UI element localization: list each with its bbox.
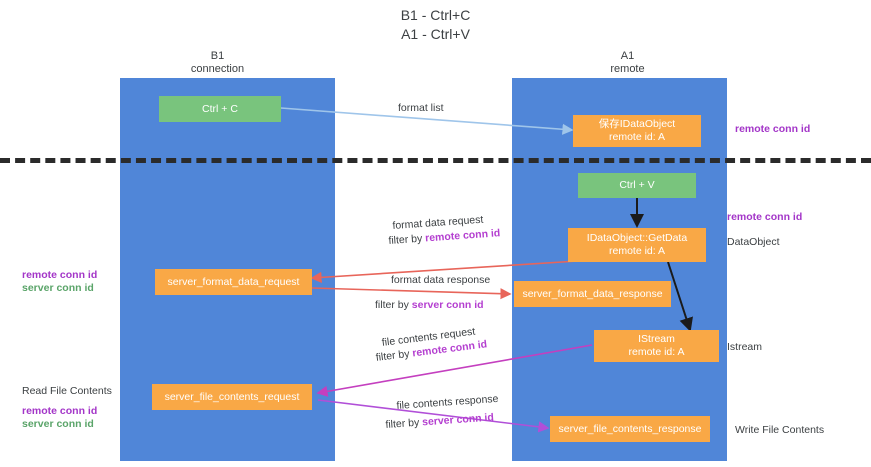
node-idataobject-getdata-sub: remote id: A <box>608 245 666 257</box>
filter-highlight-1: remote conn id <box>424 227 501 245</box>
filter-by-text-2: filter by <box>375 299 412 311</box>
note-remote-conn-id-top: remote conn id <box>735 123 811 135</box>
node-istream-sub: remote id: A <box>628 346 685 358</box>
edge-label-file-contents-response-filter: filter by server conn id <box>385 410 494 432</box>
column-header-a1: A1 remote <box>610 50 645 75</box>
node-idataobject-getdata-label: IDataObject::GetData <box>586 232 688 244</box>
arrow-format-data-response <box>311 287 512 300</box>
column-header-b1: B1 connection <box>190 50 245 75</box>
edge-label-format-data-response: format data response <box>391 274 491 286</box>
filter-by-text-4: filter by <box>385 416 423 431</box>
phase-divider <box>0 158 871 163</box>
node-server-format-data-request[interactable]: server_format_data_request <box>155 269 312 295</box>
node-ctrl-c[interactable]: Ctrl + C <box>159 96 281 122</box>
node-istream[interactable]: IStream remote id: A <box>594 330 719 362</box>
note-write-file-contents: Write File Contents <box>735 424 825 436</box>
node-server-file-contents-request-label: server_file_contents_request <box>164 390 300 403</box>
node-server-format-data-request-label: server_format_data_request <box>167 275 300 288</box>
node-server-file-contents-response-label: server_file_contents_response <box>558 422 702 435</box>
edge-label-file-contents-response: file contents response <box>396 392 499 412</box>
node-server-file-contents-response[interactable]: server_file_contents_response <box>550 416 710 442</box>
note-read-file-contents: Read File Contents <box>22 385 112 397</box>
edge-label-format-list: format list <box>398 102 444 114</box>
node-save-idataobject-sub: remote id: A <box>608 131 666 143</box>
note-istream: Istream <box>727 341 763 353</box>
note-dataobject: DataObject <box>727 236 780 248</box>
page-title: B1 - Ctrl+C A1 - Ctrl+V <box>400 7 471 42</box>
node-ctrl-v[interactable]: Ctrl + V <box>578 173 696 198</box>
note-remote-conn-id-mid: remote conn id <box>727 211 803 223</box>
note-left-server-conn-id: server conn id <box>22 282 94 294</box>
node-ctrl-v-label: Ctrl + V <box>619 179 655 191</box>
node-istream-label: IStream <box>638 333 675 345</box>
note-left-server-conn-id-2: server conn id <box>22 418 94 430</box>
edge-label-format-data-response-filter: filter by server conn id <box>375 298 484 312</box>
node-server-file-contents-request[interactable]: server_file_contents_request <box>152 384 312 410</box>
node-save-idataobject-label: 保存IDataObject <box>598 118 676 130</box>
node-server-format-data-response[interactable]: server_format_data_response <box>514 281 671 307</box>
note-left-remote-conn-id-2: remote conn id <box>22 405 98 417</box>
node-idataobject-getdata[interactable]: IDataObject::GetData remote id: A <box>568 228 706 262</box>
node-save-idataobject[interactable]: 保存IDataObject remote id: A <box>573 115 701 147</box>
note-left-remote-conn-id: remote conn id <box>22 269 98 281</box>
filter-by-text-3: filter by <box>375 347 414 364</box>
node-server-format-data-response-label: server_format_data_response <box>522 287 663 300</box>
node-ctrl-c-label: Ctrl + C <box>202 102 238 115</box>
filter-by-text-1: filter by <box>388 232 426 247</box>
filter-highlight-2: server conn id <box>411 299 484 311</box>
filter-highlight-4: server conn id <box>421 411 495 429</box>
